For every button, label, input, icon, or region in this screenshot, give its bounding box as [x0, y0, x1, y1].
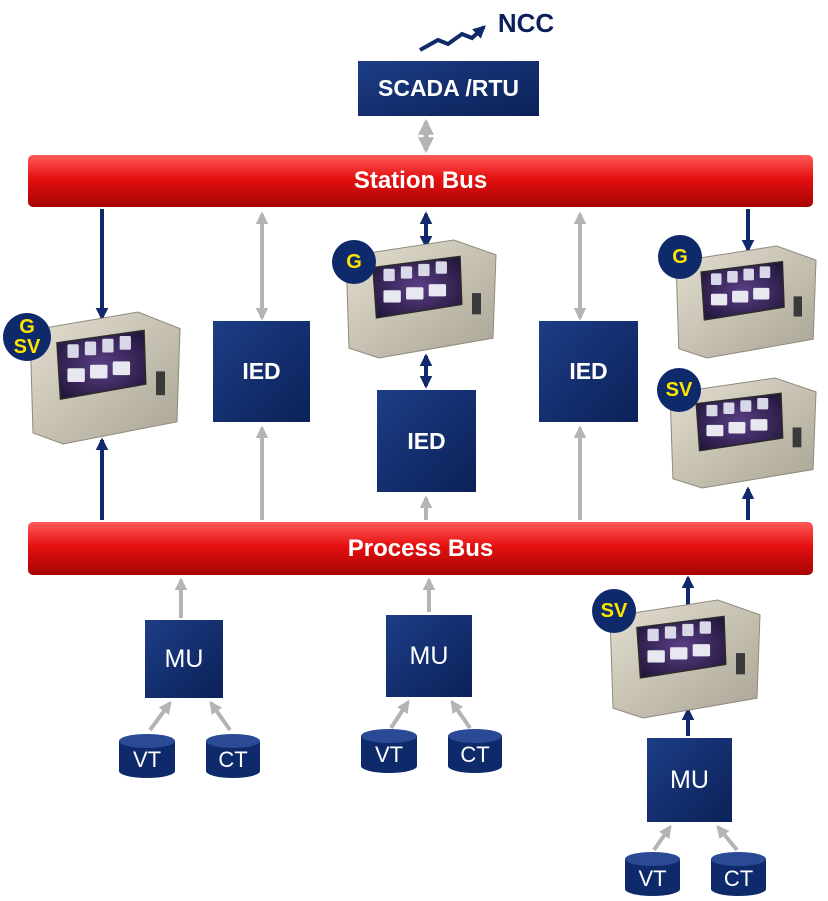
badge-g-center	[332, 240, 376, 284]
station-bus	[28, 155, 813, 207]
process-bus	[28, 522, 813, 575]
vt-cylinder-2	[361, 729, 417, 773]
link-ct2	[450, 699, 472, 730]
badge-sv-right	[657, 368, 701, 412]
test-device-right-2	[669, 377, 817, 489]
mu-box-2	[386, 615, 472, 697]
ct-cylinder-1	[206, 734, 260, 778]
ct-cylinder-3	[710, 852, 766, 896]
test-device-right	[675, 245, 817, 359]
badge-sv-bottom	[592, 589, 636, 633]
badge-g-right	[658, 235, 702, 279]
link-ct3	[716, 825, 739, 852]
badge-g-sv	[3, 313, 51, 361]
mu-box-3	[647, 738, 732, 822]
link-ct1	[209, 700, 232, 732]
link-vt3	[652, 824, 672, 852]
test-device-center	[345, 239, 497, 359]
link-vt1	[148, 700, 172, 732]
scada-rtu-box	[358, 61, 539, 116]
ied-box-2	[377, 390, 476, 492]
mu-box-1	[145, 620, 223, 698]
ied-box-3	[539, 321, 638, 422]
vt-cylinder-3	[625, 852, 680, 896]
ncc-link	[419, 25, 486, 52]
test-device-left	[29, 311, 181, 445]
ct-cylinder-2	[448, 729, 502, 773]
link-vt2	[389, 699, 410, 730]
vt-cylinder-1	[119, 734, 175, 778]
test-device-bottom	[609, 599, 761, 719]
ied-box-1	[213, 321, 310, 422]
